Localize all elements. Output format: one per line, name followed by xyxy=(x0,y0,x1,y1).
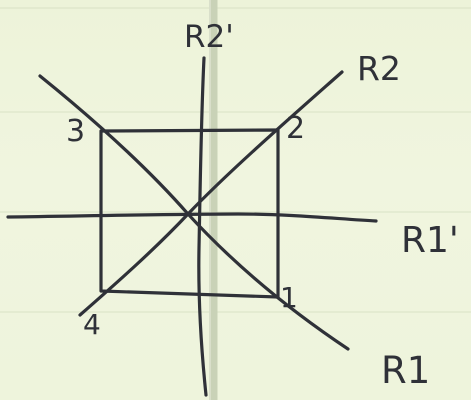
axis-label-r1: R1 xyxy=(381,349,430,392)
vertex-label-1: 1 xyxy=(280,281,298,314)
horizontal-axis-r1-prime xyxy=(6,212,378,223)
vertex-label-2: 2 xyxy=(286,111,305,146)
axis-label-r1-prime: R1' xyxy=(401,220,459,261)
vertical-axis-r2-prime xyxy=(197,56,208,397)
axis-label-r2: R2 xyxy=(357,49,401,88)
vertex-label-3: 3 xyxy=(66,114,85,149)
axis-label-r2-prime: R2' xyxy=(184,19,234,55)
diagonal-axis-r1 xyxy=(38,74,350,351)
vertex-label-4: 4 xyxy=(83,308,101,341)
